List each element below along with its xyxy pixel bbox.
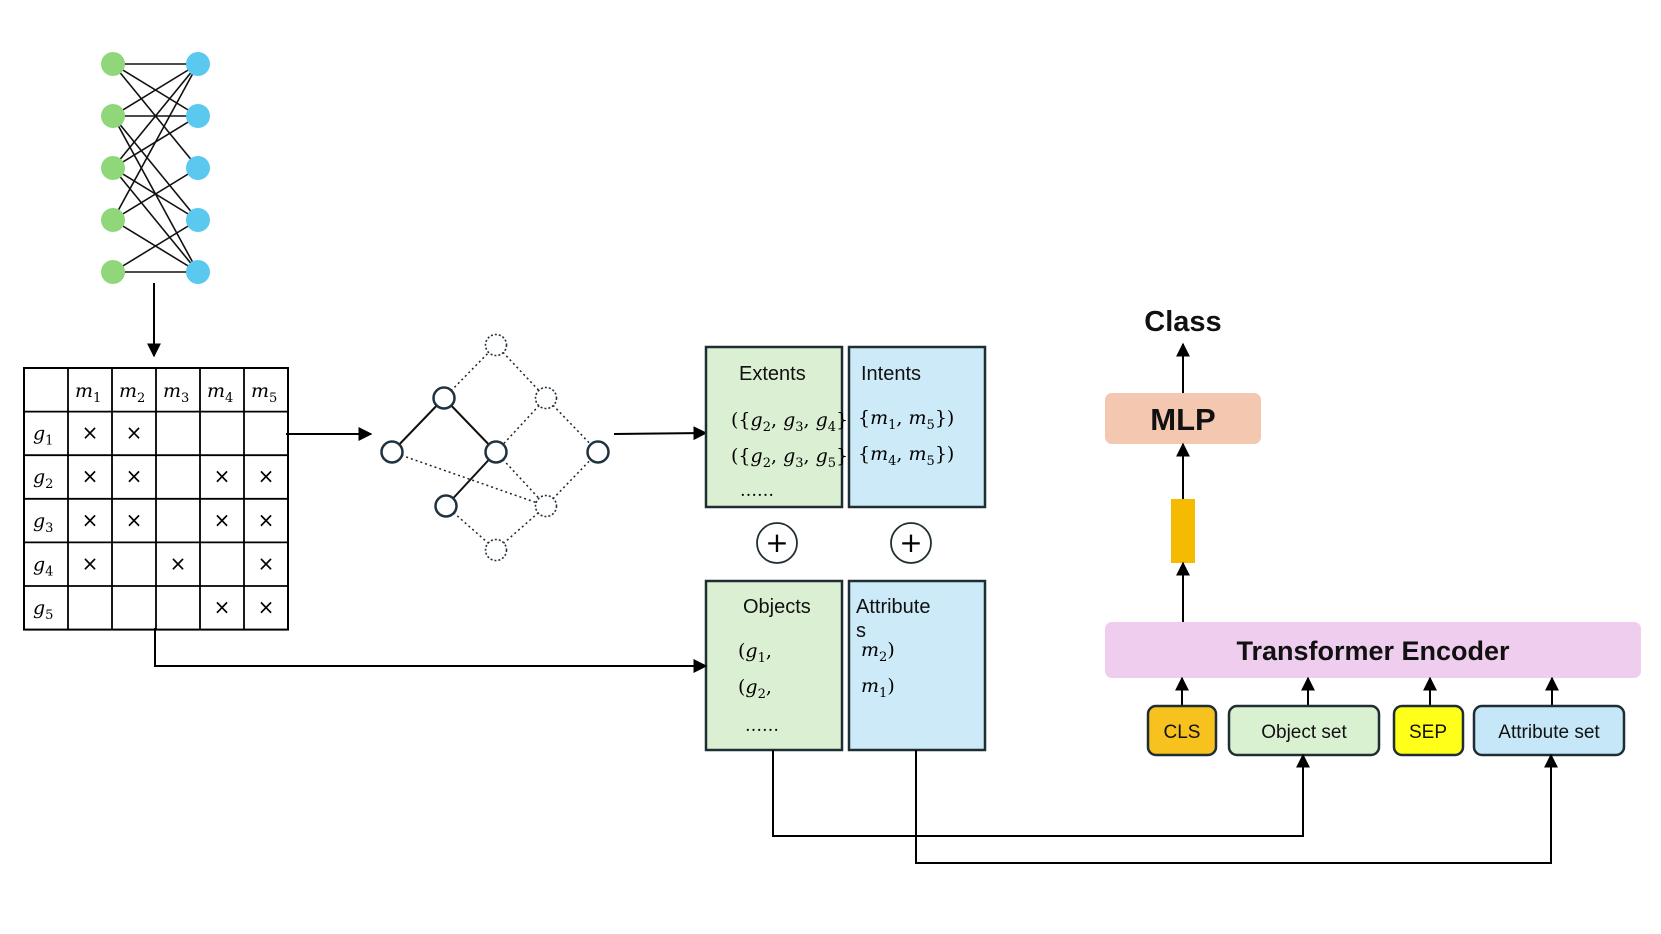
incidence-mark: × <box>258 508 275 532</box>
attribute-line-1: m2​) <box>861 639 895 665</box>
plus-symbol: + <box>756 522 798 564</box>
concept-lattice <box>380 333 610 562</box>
class-label: Class <box>1144 306 1221 338</box>
lattice-node-dashed <box>484 333 508 357</box>
attributes-title-wrap: s <box>856 620 866 642</box>
objects-to-object-set-arrow <box>772 750 1310 837</box>
objects-box: Objects (g1​, (g2​, …… <box>704 579 844 752</box>
incidence-mark: × <box>258 551 275 575</box>
object-line-2: (g2​, <box>738 676 772 702</box>
incidence-mark: × <box>214 595 231 619</box>
transformer-encoder: Transformer Encoder <box>1105 622 1641 678</box>
incidence-mark: × <box>82 464 99 488</box>
incidence-mark: × <box>82 551 99 575</box>
bipartite-edges <box>112 63 199 273</box>
attributes-box: Attribute s m2​) m1​) <box>847 579 987 752</box>
svg-text:+: + <box>765 526 788 559</box>
attribute-header: m5​ <box>251 380 277 406</box>
attributes-title: Attribute <box>856 596 930 618</box>
cls-token-label: CLS <box>1164 722 1201 743</box>
bipartite-edge <box>112 63 199 169</box>
extent-line-1: ({g2​, g3​, g4​}, <box>731 409 854 435</box>
objects-title: Objects <box>743 596 811 618</box>
lattice-node <box>586 440 610 464</box>
object-header: g5​ <box>33 597 53 623</box>
attribute-line-2: m1​) <box>861 675 895 701</box>
object-line-1: (g1​, <box>738 640 772 666</box>
extent-line-2: ({g2​, g3​, g5​}, <box>731 445 854 471</box>
extents-ellipsis: …… <box>740 481 774 501</box>
bipartite-edge <box>112 115 199 221</box>
object-node <box>101 260 125 284</box>
bipartite-edge <box>112 219 199 273</box>
object-node <box>101 104 125 128</box>
cls-embedding-vector <box>1171 499 1195 563</box>
object-header: g2​ <box>33 466 53 492</box>
extents-title: Extents <box>739 363 806 385</box>
lattice-node <box>484 440 508 464</box>
attribute-node <box>186 52 210 76</box>
lattice-node-dashed <box>484 538 508 562</box>
incidence-mark: × <box>214 464 231 488</box>
objects-ellipsis: …… <box>745 716 779 736</box>
bipartite-edge <box>112 63 199 117</box>
encoder-label: Transformer Encoder <box>1236 636 1510 666</box>
intent-line-1: {m1​, m5​}) <box>858 407 954 433</box>
attribute-header: m4​ <box>207 380 233 406</box>
intents-box: Intents {m1​, m5​}) {m4​, m5​}) <box>847 345 987 509</box>
attribute-header: m1​ <box>75 380 101 406</box>
sep-token: SEP <box>1392 704 1465 757</box>
lattice-node <box>432 386 456 410</box>
mlp-label: MLP <box>1150 402 1215 437</box>
bipartite-edge <box>112 167 199 221</box>
incidence-mark: × <box>126 508 143 532</box>
object-header: g3​ <box>33 510 53 536</box>
attribute-header: m2​ <box>119 380 145 406</box>
attribute-node <box>186 104 210 128</box>
svg-text:+: + <box>899 526 922 559</box>
sep-token-label: SEP <box>1409 722 1447 743</box>
intent-line-2: {m4​, m5​}) <box>858 443 954 469</box>
extents-box: Extents ({g2​, g3​, g4​}, ({g2​, g3​, g5… <box>704 345 854 509</box>
object-node <box>101 208 125 232</box>
token-to-encoder-arrows <box>1175 676 1559 706</box>
cls-token: CLS <box>1146 704 1218 757</box>
object-header: g4​ <box>33 553 53 579</box>
object-set-token-label: Object set <box>1261 722 1347 743</box>
lattice-node <box>380 440 404 464</box>
lattice-node <box>434 494 458 518</box>
plus-symbol: + <box>890 522 932 564</box>
lattice-node-dashed <box>534 494 558 518</box>
attribute-node <box>186 156 210 180</box>
object-node <box>101 52 125 76</box>
attribute-header: m3​ <box>163 380 189 406</box>
lattice-to-concepts-arrow <box>613 426 708 441</box>
incidence-mark: × <box>214 508 231 532</box>
attribute-set-token: Attribute set <box>1472 704 1626 757</box>
attributes-to-attribute-set-arrow <box>915 750 1558 864</box>
bipartite-graph <box>101 52 210 284</box>
incidence-mark: × <box>170 551 187 575</box>
incidence-mark: × <box>258 464 275 488</box>
object-node <box>101 156 125 180</box>
incidence-mark: × <box>82 508 99 532</box>
incidence-mark: × <box>126 421 143 445</box>
formal-context-table: m1​ m2​ m3​ m4​ m5​ g1​ × × g2​ × × × × g3​ × × × × g4​ × × ×… <box>23 367 289 631</box>
attribute-set-token-label: Attribute set <box>1498 722 1600 743</box>
bipartite-edge <box>112 167 199 273</box>
lattice-node-dashed <box>534 386 558 410</box>
table-to-objects-arrow <box>154 628 708 673</box>
attribute-node <box>186 260 210 284</box>
intents-title: Intents <box>861 363 921 385</box>
bipartite-edge <box>112 63 199 221</box>
incidence-mark: × <box>126 464 143 488</box>
object-set-token: Object set <box>1227 704 1381 757</box>
incidence-mark: × <box>258 595 275 619</box>
mlp-block: MLP <box>1105 393 1261 444</box>
object-header: g1​ <box>33 423 53 449</box>
attribute-node <box>186 208 210 232</box>
incidence-mark: × <box>82 421 99 445</box>
